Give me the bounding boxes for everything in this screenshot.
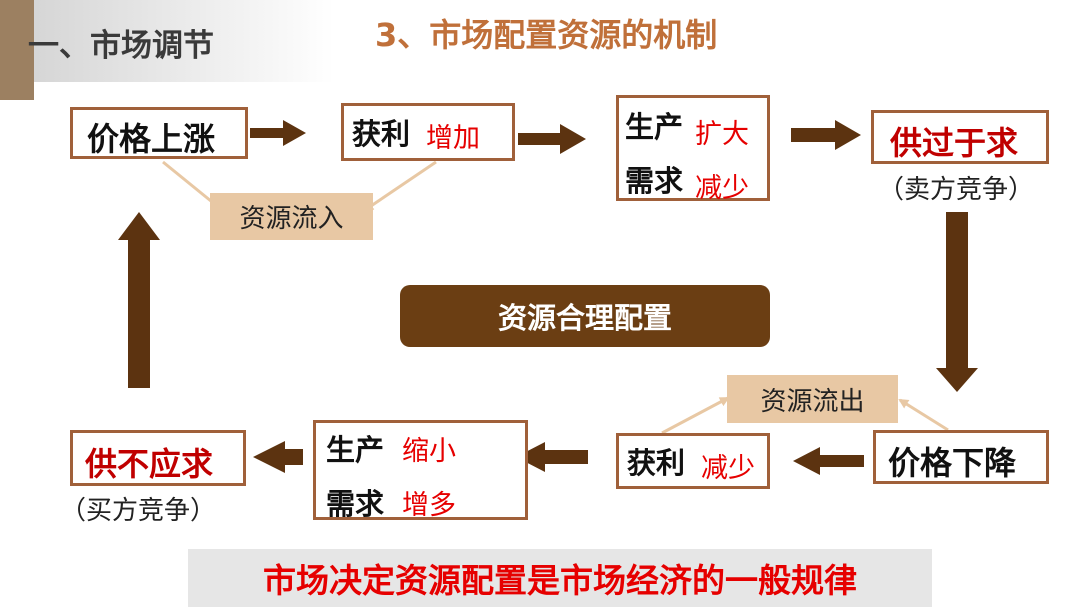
supply-short-label: 供不应求 [85, 445, 214, 483]
production-demand-box: 生产 扩大 需求 减少 [616, 95, 770, 204]
header-accent-bar [0, 0, 34, 100]
resource-inflow-tag: 资源流入 [210, 193, 373, 240]
supply-exceeds-demand-label: 供过于求 [890, 124, 1019, 162]
supply-exceeds-demand-box: 供过于求 [871, 110, 1049, 164]
arrow-price-to-profit [250, 120, 306, 146]
arrow-profit-to-production [518, 124, 586, 154]
arrow-production-to-shortage [253, 441, 303, 473]
profit-increase-box: 获利 增加 [341, 103, 515, 161]
arrow-profit-to-production-bottom [516, 442, 588, 472]
profit-change-bottom: 减少 [701, 453, 755, 484]
demand-change: 减少 [695, 173, 749, 204]
production-change-bottom: 缩小 [402, 436, 456, 467]
price-rise-label: 价格上涨 [87, 120, 216, 158]
supply-short-box: 供不应求 [70, 430, 246, 486]
production-label-bottom: 生产 [326, 433, 385, 467]
demand-label: 需求 [625, 164, 684, 198]
production-change: 扩大 [695, 119, 749, 150]
arrow-surplus-to-fall [936, 212, 978, 392]
arrow-fall-to-profit [793, 447, 864, 475]
section-title: 一、市场调节 [28, 28, 214, 64]
footer-conclusion: 市场决定资源配置是市场经济的一般规律 [188, 549, 932, 607]
price-fall-label: 价格下降 [888, 444, 1017, 482]
resource-outflow-tag: 资源流出 [727, 375, 898, 423]
header-shade [34, 0, 334, 82]
production-demand-box-bottom: 生产 缩小 需求 增多 [313, 420, 528, 521]
profit-label-bottom: 获利 [627, 446, 686, 480]
profit-decrease-box: 获利 减少 [616, 433, 770, 489]
thin-arrow-profit-to-inflow [363, 160, 437, 212]
price-fall-box: 价格下降 [873, 430, 1049, 484]
demand-change-bottom: 增多 [402, 490, 456, 521]
production-label: 生产 [625, 110, 684, 144]
thin-arrow-fall-to-outflow [898, 398, 949, 432]
main-title: 3、市场配置资源的机制 [375, 16, 718, 54]
arrow-production-to-surplus [791, 120, 861, 150]
profit-change: 增加 [426, 123, 480, 154]
price-rise-box: 价格上涨 [70, 107, 248, 159]
resource-allocation-core: 资源合理配置 [400, 285, 770, 347]
seller-competition-note: （卖方竞争） [878, 175, 1035, 205]
arrow-shortage-to-rise [118, 212, 160, 388]
profit-label: 获利 [352, 117, 411, 151]
demand-label-bottom: 需求 [326, 487, 385, 521]
thin-arrow-outflow-to-profit [661, 396, 730, 435]
buyer-competition-note: （买方竞争） [60, 496, 217, 526]
